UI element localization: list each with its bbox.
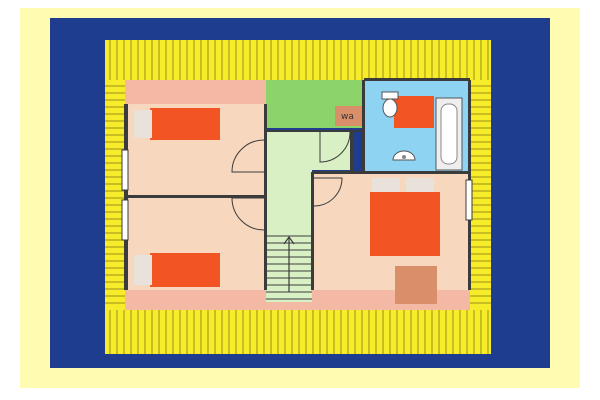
toilet [382, 98, 398, 118]
wall-hall-top [266, 130, 364, 132]
wa-label: wa [341, 112, 354, 122]
windows [121, 149, 473, 241]
wall-hall-corner [350, 132, 353, 172]
hallway [266, 132, 352, 170]
wall-top-bath [364, 78, 470, 81]
roof-bottom [105, 310, 491, 354]
bathroom-fixtures [381, 91, 463, 171]
wall-bath-left [362, 80, 365, 172]
wall-bedrooms-divider [128, 195, 264, 198]
window-right [465, 179, 473, 221]
roof-left [105, 80, 125, 310]
pillow-bottom-left [134, 255, 152, 285]
sink-drain [402, 155, 406, 159]
toilet-tank [381, 91, 399, 100]
door-swing-master [313, 177, 343, 207]
doors [231, 131, 351, 231]
pillow-top-left [134, 110, 152, 138]
wall-hall-left [264, 104, 267, 290]
door-swing-bath [319, 131, 351, 163]
roof-top [105, 40, 491, 80]
bath-tile-area [394, 96, 434, 128]
door-swing-bedroom-2 [231, 197, 265, 231]
window-left-1 [121, 149, 129, 191]
master-bed [370, 192, 440, 256]
bed-bottom-left [150, 253, 220, 287]
pillow-master-left [372, 178, 400, 192]
bed-top-left [150, 108, 220, 140]
outer-wall-left [124, 104, 128, 290]
hallway-lower [266, 170, 312, 230]
rug [395, 266, 437, 304]
window-left-2 [121, 199, 129, 241]
wall-hall-right [311, 172, 314, 290]
bathtub-inner [440, 103, 458, 165]
wall-master-top [314, 171, 364, 174]
pillow-master-right [406, 178, 434, 192]
door-swing-bedroom-1 [231, 139, 265, 173]
wall-bath-bottom [362, 171, 470, 174]
wash-cabinet [335, 106, 363, 126]
roof-right [470, 80, 491, 310]
furniture: wa [134, 106, 440, 304]
staircase [266, 230, 312, 302]
